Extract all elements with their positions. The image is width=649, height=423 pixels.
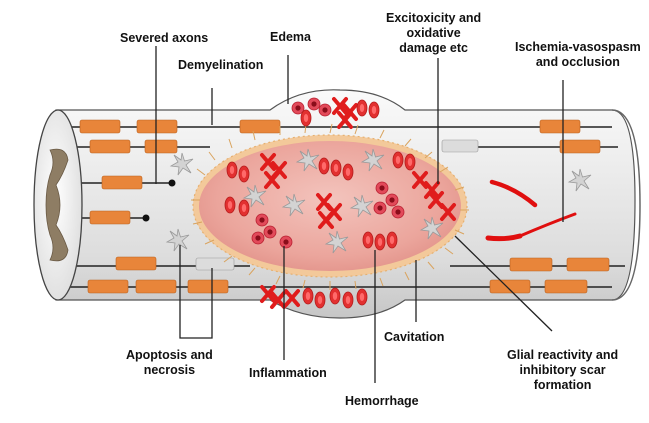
label-demyelination: Demyelination [178,58,263,73]
label-hemorrhage: Hemorrhage [345,394,419,409]
label-excitoxicity: Excitoxicity and oxidative damage etc [386,11,481,56]
cord-cross-section [34,110,82,300]
label-cavitation: Cavitation [384,330,444,345]
label-edema: Edema [270,30,311,45]
label-ischemia: Ischemia-vasospasm and occlusion [515,40,641,70]
label-glial-reactivity: Glial reactivity and inhibitory scar for… [507,348,618,393]
label-apoptosis: Apoptosis and necrosis [126,348,213,378]
label-severed-axons: Severed axons [120,31,208,46]
label-inflammation: Inflammation [249,366,327,381]
